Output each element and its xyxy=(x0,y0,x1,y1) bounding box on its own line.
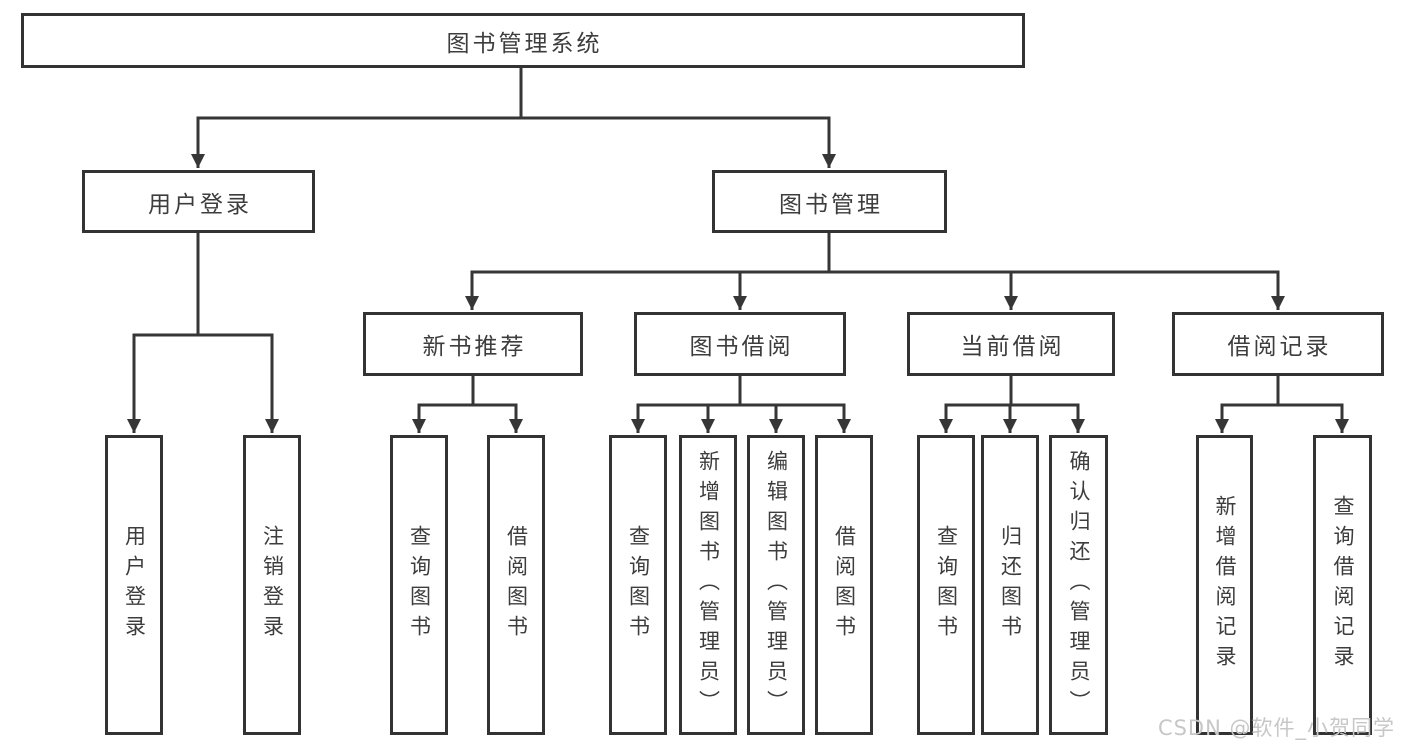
branch-new-book-recommend xyxy=(412,376,523,433)
branch-borrow-record xyxy=(1215,376,1349,433)
node-book-borrow: 图书借阅 xyxy=(634,312,846,376)
leaf-current-query-book: 查询图书 xyxy=(917,435,975,735)
node-new-book-recommend: 新书推荐 xyxy=(363,312,583,376)
branch-book-management xyxy=(465,233,1285,310)
leaf-record-query-record: 查询借阅记录 xyxy=(1313,435,1372,735)
node-book-management: 图书管理 xyxy=(712,170,947,233)
node-user-login: 用户登录 xyxy=(82,170,315,233)
leaf-borrow-borrow-book: 借阅图书 xyxy=(815,435,873,735)
node-root-library-system: 图书管理系统 xyxy=(21,13,1025,68)
leaf-record-add-record: 新增借阅记录 xyxy=(1196,435,1253,735)
leaf-logout: 注销登录 xyxy=(243,435,301,735)
leaf-borrow-add-book-admin: 新增图书（管理员） xyxy=(679,435,737,735)
leaf-borrow-edit-book-admin: 编辑图书（管理员） xyxy=(747,435,805,735)
leaf-newbook-query-book: 查询图书 xyxy=(390,435,448,735)
branch-current-borrow xyxy=(939,376,1085,433)
node-borrow-record: 借阅记录 xyxy=(1172,312,1384,376)
csdn-watermark: CSDN @软件_小贺同学 xyxy=(1157,716,1395,740)
branch-root xyxy=(191,68,836,168)
leaf-user-login: 用户登录 xyxy=(105,435,163,735)
branch-user-login xyxy=(127,233,279,433)
leaf-current-confirm-return-admin: 确认归还（管理员） xyxy=(1049,435,1108,735)
node-current-borrow: 当前借阅 xyxy=(907,312,1115,376)
leaf-borrow-query-book: 查询图书 xyxy=(609,435,667,735)
leaf-current-return-book: 归还图书 xyxy=(981,435,1039,735)
leaf-newbook-borrow-book: 借阅图书 xyxy=(487,435,545,735)
branch-book-borrow xyxy=(631,376,851,433)
